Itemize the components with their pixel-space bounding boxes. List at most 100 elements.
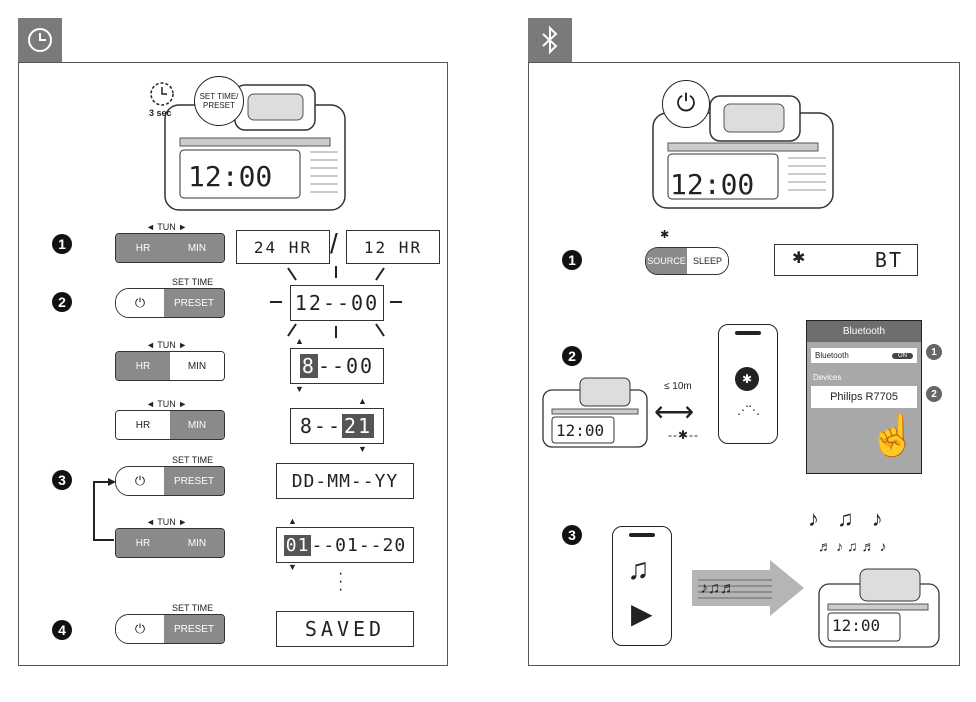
music-note-icon: ♫ (627, 553, 650, 586)
slash-divider: / (330, 228, 338, 259)
lcd-saved-text: SAVED (304, 617, 386, 641)
music-phone: ♫ ▶ (612, 526, 672, 646)
set-time-label-4: SET TIME (172, 603, 214, 613)
double-arrow-icon: ⟷ (654, 396, 695, 427)
bt-clock-radio-illustration (648, 88, 838, 213)
power-icon-4[interactable]: ⏻ (116, 615, 164, 643)
bt-step-3-number: 3 (562, 525, 582, 545)
small-bluetooth-icon: ✱ (660, 229, 670, 241)
lcd-8-00: 8--00 (290, 348, 384, 384)
down-arrow-icon-2: ▼ (358, 444, 367, 454)
set-time-callout: SET TIME/ PRESET (194, 76, 244, 126)
lcd-24hr-text: 24 HR (253, 237, 313, 257)
lcd-8-hour: 8 (299, 354, 318, 378)
small-clock-display-text: 12:00 (556, 421, 605, 440)
source-sleep-button[interactable]: SOURCE SLEEP (645, 247, 729, 275)
play-icon: ▶ (631, 598, 653, 629)
music-notes-cluster-icon-2: ♬♪♫♬♪ (818, 538, 891, 554)
power-icon-3[interactable]: ⏻ (116, 467, 164, 495)
devices-label: Devices (813, 373, 842, 382)
bt-signal-icon: --✱-- (668, 428, 700, 442)
callout-2: 2 (926, 386, 942, 402)
lcd-8-21: 8--21 (290, 408, 384, 444)
lcd-12hr-text: 12 HR (363, 237, 423, 257)
up-arrow-icon: ▲ (295, 336, 304, 346)
blink-rays (268, 266, 404, 338)
step-2-number: 2 (52, 292, 72, 312)
hr-button-2[interactable]: HR (116, 352, 170, 380)
set-time-label-3: SET TIME (172, 455, 214, 465)
hr-min-button-2[interactable]: HR MIN (115, 351, 225, 381)
set-time-callout-label: SET TIME/ PRESET (199, 92, 239, 110)
lcd-month-year: --01--20 (311, 534, 407, 556)
bt-clock-display-text: 12:00 (670, 168, 755, 201)
sleep-button[interactable]: SLEEP (687, 248, 728, 274)
lcd-dd-mm-yy: DD-MM--YY (276, 463, 414, 499)
bluetooth-tab (528, 18, 572, 62)
lcd-dd: DD (291, 470, 316, 492)
lcd-mm-yy: -MM--YY (315, 470, 399, 492)
min-button-4[interactable]: MIN (170, 529, 224, 557)
timer-label: 3 sec (149, 108, 172, 118)
min-button[interactable]: MIN (170, 234, 224, 262)
phone-illustration: ✱ ⋰⋱ (718, 324, 778, 444)
lcd-01-01-20: 01--01--20 (276, 527, 414, 563)
step-1-number: 1 (52, 234, 72, 254)
lcd-saved: SAVED (276, 611, 414, 647)
step-3-number: 3 (52, 470, 72, 490)
tun-label-2: ◄ TUN ► (146, 340, 188, 350)
preset-button[interactable]: PRESET (164, 289, 224, 317)
hr-button-4[interactable]: HR (116, 529, 170, 557)
clock-tab (18, 18, 62, 62)
power-preset-button[interactable]: ⏻ PRESET (115, 288, 225, 318)
hand-pointer-icon: ☝ (868, 414, 918, 458)
lcd-12hr: 12 HR (346, 230, 440, 264)
bt-step-2-number: 2 (562, 346, 582, 366)
power-preset-button-4[interactable]: ⏻ PRESET (115, 614, 225, 644)
source-button[interactable]: SOURCE (646, 248, 687, 274)
lcd-24hr: 24 HR (236, 230, 330, 264)
hr-button[interactable]: HR (116, 234, 170, 262)
power-preset-button-3[interactable]: ⏻ PRESET (115, 466, 225, 496)
bt-lcd-symbol-icon: ✱ (792, 250, 806, 267)
min-button-3[interactable]: MIN (170, 411, 224, 439)
up-arrow-icon-3: ▲ (288, 516, 297, 526)
music-stream-arrow (692, 560, 804, 616)
bt-step-1-number: 1 (562, 250, 582, 270)
device-list-item[interactable]: Philips R7705 (811, 386, 917, 408)
power-callout: ⏻ (662, 80, 710, 128)
down-arrow-icon: ▼ (295, 384, 304, 394)
hr-min-button[interactable]: HR MIN (115, 233, 225, 263)
bt-screen-title: Bluetooth (807, 321, 921, 342)
speaker-clock-radio (816, 566, 942, 650)
hr-button-3[interactable]: HR (116, 411, 170, 439)
up-arrow-icon-2: ▲ (358, 396, 367, 406)
power-callout-icon: ⏻ (676, 90, 696, 117)
bt-toggle-label: Bluetooth (815, 351, 849, 360)
set-time-label: SET TIME (172, 277, 214, 287)
lcd-8-21-hour: 8-- (299, 414, 343, 438)
bt-settings-screen: Bluetooth Bluetooth ON Devices Philips R… (806, 320, 922, 474)
min-button-2[interactable]: MIN (170, 352, 224, 380)
hr-min-button-3[interactable]: HR MIN (115, 410, 225, 440)
speaker-display-text: 12:00 (832, 616, 881, 635)
power-icon[interactable]: ⏻ (116, 289, 164, 317)
loop-arrow (88, 478, 118, 548)
bt-lcd-text: BT (874, 248, 903, 272)
tun-label: ◄ TUN ► (146, 222, 188, 232)
bluetooth-icon (542, 25, 558, 55)
preset-button-4[interactable]: PRESET (164, 615, 224, 643)
tun-label-4: ◄ TUN ► (146, 517, 188, 527)
clock-icon (28, 28, 52, 52)
lcd-12-00: 12--00 (290, 285, 384, 321)
clock-radio-illustration (160, 80, 350, 215)
hr-min-button-4[interactable]: HR MIN (115, 528, 225, 558)
lcd-8-min: --00 (317, 354, 375, 378)
bt-search-icon: ✱ (735, 367, 759, 391)
clock-display-text: 12:00 (188, 160, 273, 193)
preset-button-3[interactable]: PRESET (164, 467, 224, 495)
small-clock-radio (540, 375, 650, 450)
bt-toggle-row[interactable]: Bluetooth ON (811, 348, 917, 363)
bt-toggle-switch[interactable]: ON (892, 352, 913, 359)
music-notes-cluster-icon: ♪ ♫ ♪ (808, 506, 889, 531)
